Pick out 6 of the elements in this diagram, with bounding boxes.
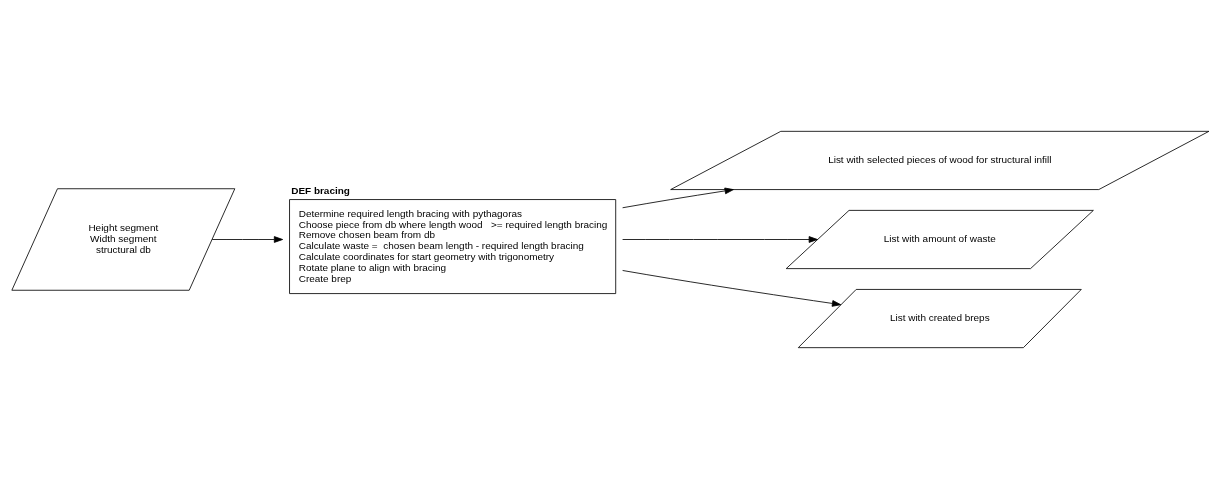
arrow (622, 235, 818, 243)
node-box: Determine required length bracing with pythagoras Choose piece from db where length wood >= required length bracing Remove chosen beam from db Calculate waste = chosen beam length - required length bracing Calculate coordinates for start geometry with trigonometry Rotate plane to align with bracing Create brep (289, 198, 617, 294)
arrow (211, 235, 284, 243)
node-label: DEF bracing (291, 184, 350, 196)
arrow (622, 187, 734, 208)
arrow (622, 269, 842, 307)
